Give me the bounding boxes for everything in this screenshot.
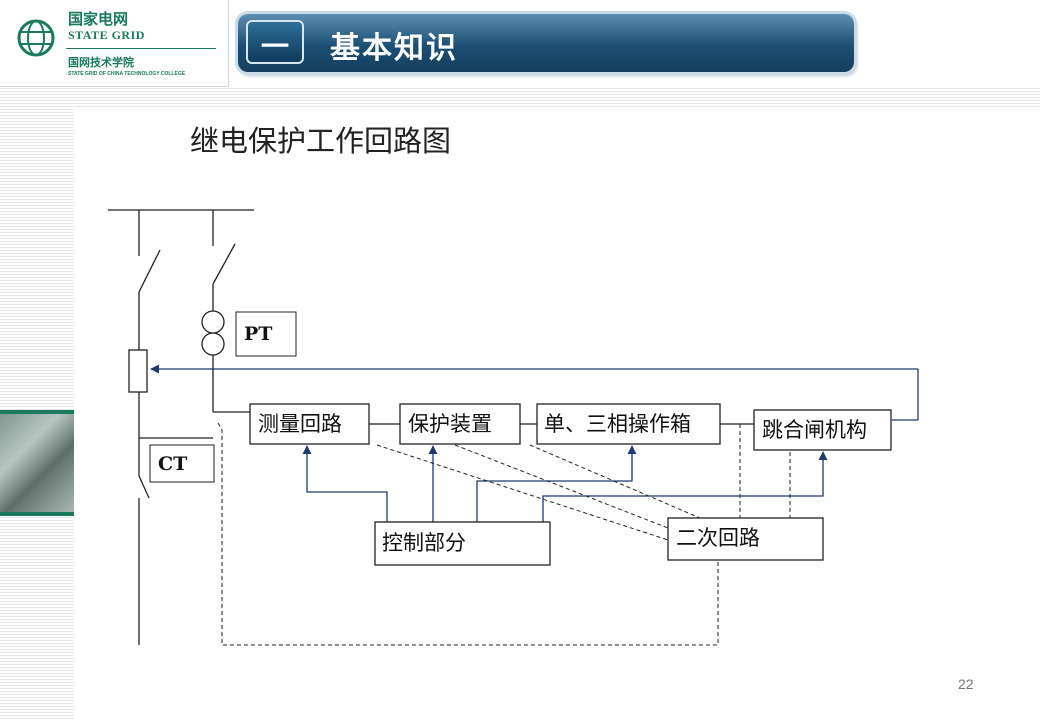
ct-label: CT bbox=[158, 453, 187, 475]
pt-label: PT bbox=[244, 323, 272, 345]
pt-coil-bottom bbox=[202, 333, 224, 355]
page-number: 22 bbox=[958, 676, 974, 692]
trip-mechanism-label: 跳合闸机构 bbox=[762, 418, 867, 442]
breaker-switch-left bbox=[139, 250, 160, 292]
secondary-circuit-label: 二次回路 bbox=[676, 526, 760, 550]
protection-device-label: 保护装置 bbox=[408, 412, 492, 436]
operation-box-label: 单、三相操作箱 bbox=[544, 412, 691, 436]
line-sensor-box bbox=[129, 350, 147, 392]
control-to-measure-arrow bbox=[307, 446, 387, 522]
ct-tap bbox=[139, 476, 149, 498]
disconnect-switch-right bbox=[213, 244, 235, 284]
pt-coil-top bbox=[202, 311, 224, 333]
control-to-trip-arrow bbox=[543, 452, 823, 522]
measure-circuit-label: 测量回路 bbox=[258, 412, 342, 436]
control-part-label: 控制部分 bbox=[382, 531, 466, 555]
